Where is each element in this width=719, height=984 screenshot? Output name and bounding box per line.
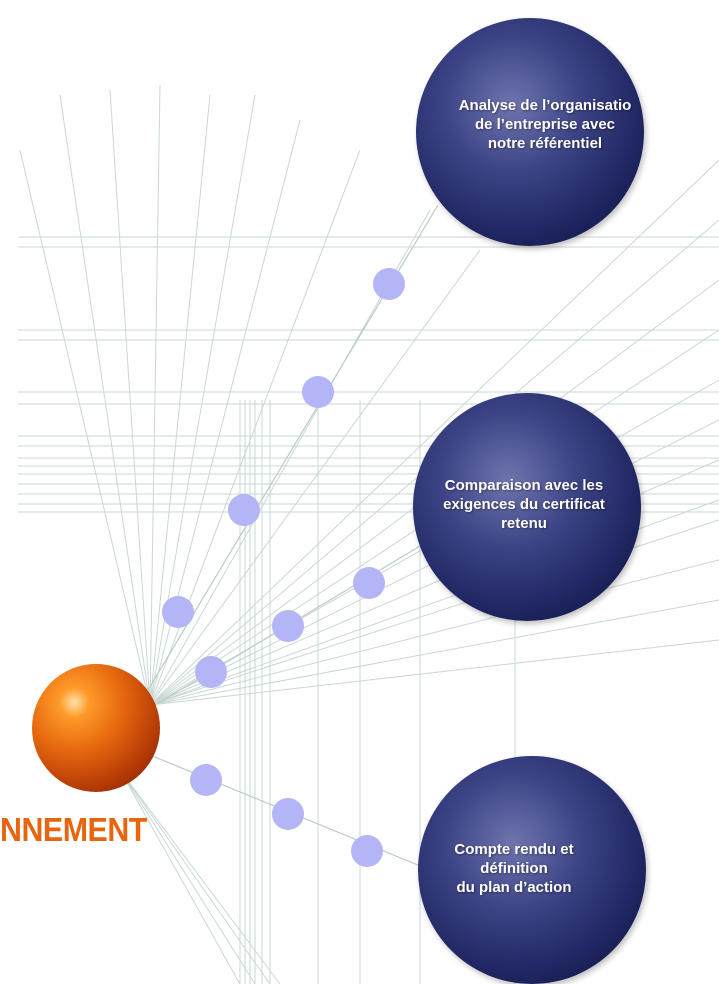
step-sphere-comparison: Comparaison avec les exigences du certif… — [413, 393, 641, 621]
connector-dot — [353, 567, 385, 599]
connector-dot — [195, 656, 227, 688]
connector-dot — [272, 798, 304, 830]
connector-dot — [302, 376, 334, 408]
perspective-ray — [119, 769, 271, 984]
step-sphere-analysis: Analyse de l’organisatio de l’entreprise… — [416, 18, 644, 246]
step-label-analysis: Analyse de l’organisatio de l’entreprise… — [458, 96, 632, 152]
perspective-ray — [149, 559, 719, 706]
perspective-ray — [149, 159, 719, 706]
connector-dot — [373, 268, 405, 300]
perspective-ray — [149, 249, 481, 706]
connector-dot — [162, 596, 194, 628]
perspective-ray — [149, 94, 211, 706]
perspective-ray — [119, 769, 256, 984]
hub-label: NNEMENT — [0, 811, 147, 848]
connector-dot — [272, 610, 304, 642]
perspective-ray — [59, 94, 151, 706]
hub-sphere — [32, 664, 160, 792]
perspective-ray — [109, 89, 151, 706]
perspective-ray — [119, 769, 241, 984]
step-label-comparison: Comparaison avec les exigences du certif… — [443, 476, 605, 532]
connector-dot — [228, 494, 260, 526]
connector-dot — [190, 764, 222, 796]
perspective-ray — [149, 599, 719, 706]
perspective-ray — [149, 639, 719, 706]
connector-dot — [351, 835, 383, 867]
perspective-ray — [149, 84, 161, 706]
step-sphere-report: Compte rendu et définition du plan d’act… — [418, 756, 646, 984]
step-label-report: Compte rendu et définition du plan d’act… — [454, 840, 574, 896]
perspective-ray — [19, 149, 151, 706]
perspective-ray — [119, 769, 281, 984]
